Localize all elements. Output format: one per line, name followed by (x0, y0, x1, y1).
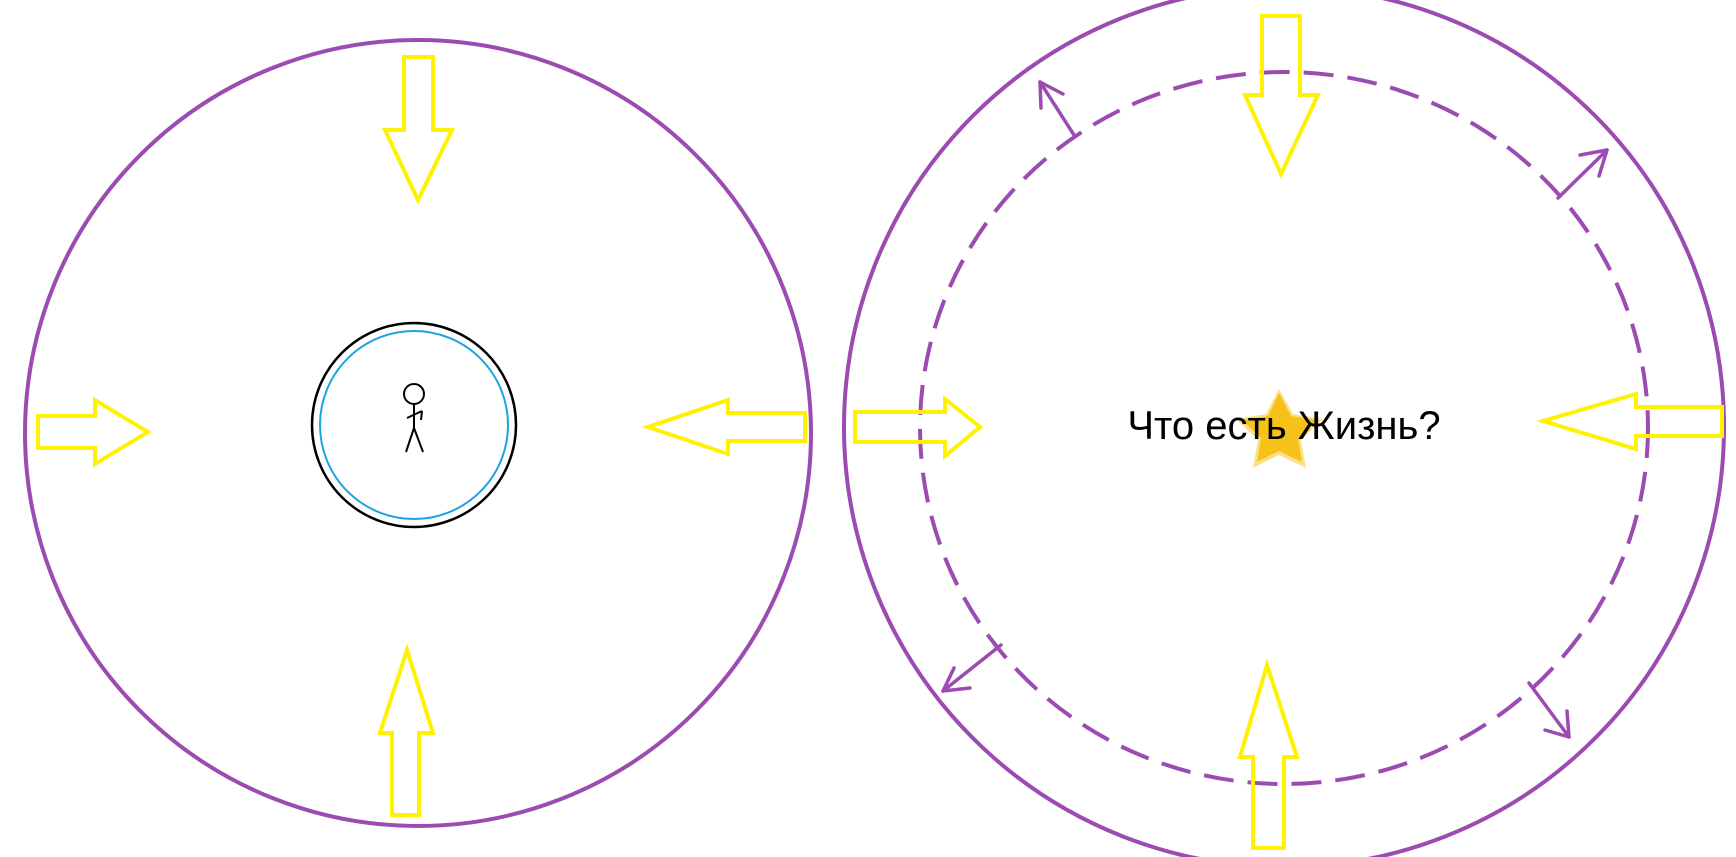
left-arrow-right (641, 397, 807, 457)
right-arrow-left (853, 394, 984, 461)
expansion-arrow-bottom-left (941, 643, 1003, 693)
left-arrow-left (36, 396, 152, 468)
left-arrow-top (381, 55, 456, 205)
expansion-arrow-top-left (1038, 80, 1076, 137)
right-arrow-right (1535, 391, 1724, 452)
star-icon (1242, 393, 1317, 462)
right-dashed-boundary (918, 70, 1650, 786)
inner-ring-inner (319, 330, 509, 520)
expansion-arrow-bottom-right (1527, 681, 1571, 739)
right-arrow-top (1241, 14, 1322, 179)
expansion-arrows (941, 80, 1609, 739)
right-panel: Что есть Жизнь? (842, 0, 1726, 857)
left-arrow-bottom (377, 643, 436, 817)
center-caption: Что есть Жизнь? (1127, 404, 1440, 448)
right-arrow-bottom (1237, 658, 1300, 850)
expansion-arrow-top-right (1556, 148, 1609, 200)
left-outer-boundary (23, 38, 813, 828)
stick-figure-icon (403, 383, 425, 453)
inner-ring-outer (310, 321, 518, 529)
left-panel (23, 38, 813, 828)
